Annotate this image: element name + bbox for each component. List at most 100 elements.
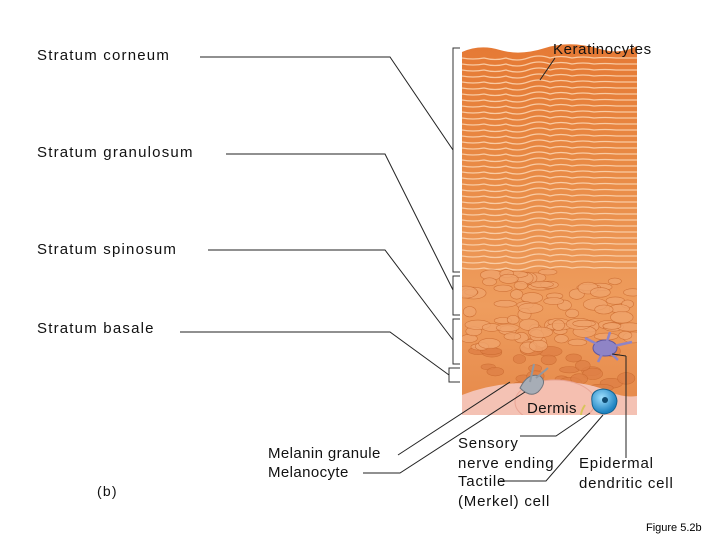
label-keratinocytes: Keratinocytes xyxy=(553,41,652,58)
corneum-wave xyxy=(462,163,637,169)
corneum-wave xyxy=(462,181,637,187)
bracket-basale xyxy=(448,367,460,383)
keratinocyte-cell xyxy=(498,273,519,284)
leader-melanocyte xyxy=(363,391,526,474)
keratinocyte-cell xyxy=(503,332,522,341)
corneum-wave xyxy=(462,79,637,85)
corneum-wave xyxy=(462,223,637,229)
leader-stratum-corneum xyxy=(200,56,454,151)
bracket-corneum xyxy=(452,47,460,273)
keratinocyte-cell xyxy=(543,297,565,305)
label-stratum-spinosum: Stratum spinosum xyxy=(37,241,178,258)
corneum-wave xyxy=(462,205,637,211)
label-epidermal-2: dendritic cell xyxy=(579,475,674,492)
keratinocyte-cell xyxy=(513,280,528,290)
keratinocyte-cell xyxy=(575,360,591,372)
corneum-wave xyxy=(462,67,637,73)
label-stratum-corneum: Stratum corneum xyxy=(37,47,171,64)
label-panel: (b) xyxy=(97,483,118,499)
corneum-wave xyxy=(462,127,637,133)
leader-melanin-granule xyxy=(397,381,511,456)
label-stratum-basale: Stratum basale xyxy=(37,320,155,337)
corneum-wave xyxy=(462,61,637,67)
label-epidermal-1: Epidermal xyxy=(579,455,654,472)
leader-keratinocytes xyxy=(539,57,556,81)
keratinocyte-cell xyxy=(486,367,504,377)
label-melanin-granule: Melanin granule xyxy=(268,445,381,462)
corneum-wave xyxy=(462,151,637,157)
keratinocyte-cell xyxy=(510,289,524,300)
corneum-wave xyxy=(462,175,637,181)
tactile-merkel-cell-shape xyxy=(591,388,618,415)
keratinocyte-cell xyxy=(618,330,633,340)
leader-stratum-basale xyxy=(180,331,450,376)
label-melanocyte: Melanocyte xyxy=(268,464,349,481)
corneum-wave xyxy=(462,139,637,145)
corneum-wave xyxy=(462,253,637,259)
keratinocyte-cell xyxy=(495,323,520,332)
corneum-wave xyxy=(462,169,637,175)
corneum-wave xyxy=(462,55,637,61)
keratinocyte-cell xyxy=(518,302,544,314)
corneum-wave xyxy=(462,103,637,109)
corneum-wave xyxy=(462,109,637,115)
keratinocyte-cell xyxy=(572,319,596,328)
keratinocyte-cell xyxy=(623,288,637,297)
keratinocyte-cell xyxy=(582,367,604,380)
label-stratum-granulosum: Stratum granulosum xyxy=(37,144,194,161)
keratinocyte-cell xyxy=(552,319,565,331)
corneum-wave xyxy=(462,259,637,265)
leader-sensory-nerve xyxy=(520,412,591,437)
keratinocyte-cell xyxy=(538,268,558,276)
epidermal-dendritic-cell-shape xyxy=(584,331,633,363)
keratinocyte-cell xyxy=(506,315,520,325)
label-tactile-1: Tactile xyxy=(458,473,507,490)
leader-lines xyxy=(180,56,627,482)
keratinocyte-cell xyxy=(565,353,582,363)
corneum-wave xyxy=(462,241,637,247)
keratinocyte-cell xyxy=(463,306,477,318)
corneum-wave xyxy=(462,121,637,127)
keratinocyte-cell xyxy=(493,300,517,308)
epidermis-tissue xyxy=(462,44,637,416)
layer-brackets xyxy=(448,47,460,383)
keratinocyte-cell xyxy=(607,277,622,285)
corneum-wave xyxy=(462,187,637,193)
keratinocyte-cell xyxy=(602,322,622,330)
keratinocyte-cell xyxy=(478,338,501,349)
corneum-wave xyxy=(462,247,637,253)
corneum-wave xyxy=(462,199,637,205)
bracket-spinosum xyxy=(452,318,460,365)
label-dermis: Dermis xyxy=(527,400,577,417)
figure-caption: Figure 5.2b xyxy=(646,522,702,534)
keratinocyte-cell xyxy=(567,338,588,347)
keratinocyte-cell xyxy=(462,285,478,299)
sensory-nerve-ending-shape xyxy=(580,404,599,416)
keratinocyte-cell xyxy=(594,304,614,315)
leader-stratum-spinosum xyxy=(208,249,454,341)
keratinocyte-cell xyxy=(527,326,553,338)
corneum-wave xyxy=(462,133,637,139)
leader-dendritic-cell-2 xyxy=(611,353,627,357)
corneum-wave xyxy=(462,145,637,151)
corneum-wave xyxy=(462,211,637,217)
bracket-granulosum xyxy=(452,275,460,316)
corneum-wave xyxy=(462,229,637,235)
keratinocyte-cell xyxy=(565,308,580,319)
keratinocyte-cell xyxy=(540,354,557,366)
corneum-wave xyxy=(462,157,637,163)
corneum-wave xyxy=(462,193,637,199)
corneum-wave xyxy=(462,265,637,271)
corneum-wave xyxy=(462,91,637,97)
label-tactile-2: (Merkel) cell xyxy=(458,493,551,510)
keratinocyte-cell xyxy=(528,339,548,352)
corneum-wave xyxy=(462,73,637,79)
corneum-wave xyxy=(462,97,637,103)
leader-stratum-granulosum xyxy=(226,153,454,291)
keratinocyte-cell xyxy=(554,334,569,344)
leader-tactile-cell xyxy=(500,414,604,482)
corneum-wave xyxy=(462,217,637,223)
corneum-wave xyxy=(462,235,637,241)
keratinocyte-cell xyxy=(493,284,513,292)
